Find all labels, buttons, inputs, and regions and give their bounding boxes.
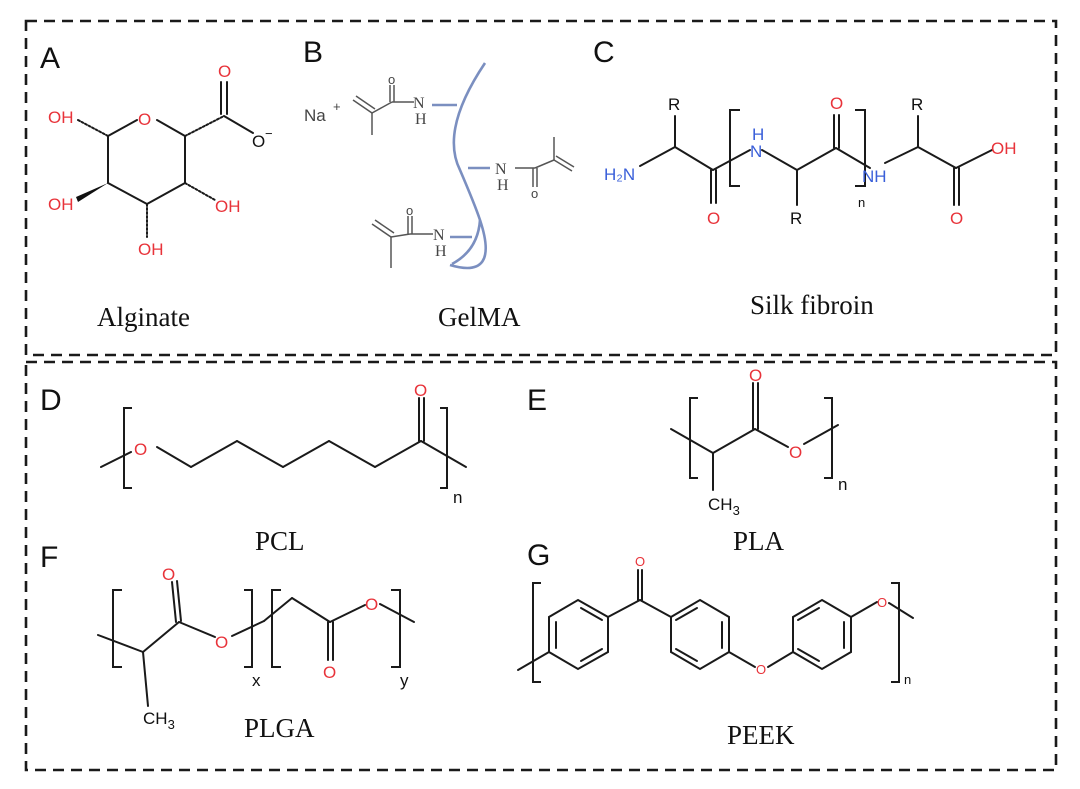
caption-peek: PEEK bbox=[727, 720, 795, 750]
atom-amide-n-2: N bbox=[495, 161, 507, 178]
methacrylamide-group-2 bbox=[515, 137, 575, 187]
atom-nh-h: H bbox=[752, 125, 764, 144]
atom-methyl: CH3 bbox=[708, 495, 740, 518]
caption-gelma: GelMA bbox=[438, 302, 521, 332]
atom-carboxylate-oxygen: O bbox=[252, 132, 265, 151]
peek-bonds bbox=[517, 569, 914, 683]
caption-silk-fibroin: Silk fibroin bbox=[750, 290, 874, 320]
atom-carbonyl-o-3: o bbox=[406, 203, 413, 218]
methacrylamide-group-1 bbox=[352, 85, 414, 135]
atom-amide-h-3: H bbox=[435, 243, 447, 260]
repeat-index-n: n bbox=[904, 672, 911, 687]
caption-plga: PLGA bbox=[244, 713, 315, 743]
pla-bonds bbox=[670, 382, 839, 491]
panel-letter-d: D bbox=[40, 384, 62, 417]
atom-amide-h-2: H bbox=[497, 177, 509, 194]
plga-bonds bbox=[97, 580, 415, 707]
synthetic-polymers-box bbox=[24, 360, 1058, 772]
atom-carbonyl-o-1: o bbox=[388, 72, 395, 87]
panel-g-peek: G bbox=[517, 539, 914, 750]
panel-letter-f: F bbox=[40, 541, 58, 574]
repeat-index-x: x bbox=[252, 671, 261, 690]
caption-alginate: Alginate bbox=[97, 302, 190, 332]
atom-r-2: R bbox=[790, 209, 802, 228]
atom-carbonyl-oxygen: O bbox=[414, 381, 427, 400]
atom-ester-oxygen: O bbox=[134, 440, 147, 459]
atom-ketone-oxygen: O bbox=[635, 554, 645, 569]
atom-carbonyl-oxygen: O bbox=[218, 62, 231, 81]
panel-d-pcl: D O O n PCL bbox=[40, 381, 467, 556]
panel-f-plga: F O O O O CH3 x y PLGA bbox=[40, 541, 415, 743]
atom-ester-oxygen-1: O bbox=[215, 633, 228, 652]
panel-letter-b: B bbox=[303, 36, 323, 69]
atom-carbonyl-oxygen-1: O bbox=[162, 565, 175, 584]
atom-ether-oxygen-2: O bbox=[877, 595, 887, 610]
gelatin-backbone bbox=[449, 62, 487, 270]
methacrylamide-group-3 bbox=[371, 216, 433, 268]
atom-sodium: Na bbox=[304, 106, 326, 125]
caption-pla: PLA bbox=[733, 526, 785, 556]
atom-ester-oxygen-2: O bbox=[365, 595, 378, 614]
caption-pcl: PCL bbox=[255, 526, 305, 556]
atom-carbonyl-oxygen-2: O bbox=[323, 663, 336, 682]
panel-letter-g: G bbox=[527, 539, 550, 572]
atom-hydroxyl: OH bbox=[991, 139, 1017, 158]
atom-ring-oxygen: O bbox=[138, 110, 151, 129]
atom-nh-n: N bbox=[750, 142, 762, 161]
atom-amine: H₂N bbox=[604, 165, 635, 184]
atom-carbonyl-o-1: O bbox=[707, 209, 720, 228]
atom-r-3: R bbox=[911, 95, 923, 114]
panel-letter-e: E bbox=[527, 384, 547, 417]
repeat-index-n: n bbox=[838, 475, 847, 494]
panel-c-silk-fibroin: C H₂N R O H N R bbox=[593, 36, 1017, 320]
alginate-ring bbox=[76, 81, 254, 238]
atom-methyl: CH3 bbox=[143, 709, 175, 732]
atom-amide-n-3: N bbox=[433, 227, 445, 244]
atom-hydroxyl-1: OH bbox=[48, 108, 74, 127]
panel-letter-a: A bbox=[40, 42, 60, 75]
panel-letter-c: C bbox=[593, 36, 615, 69]
silk-bonds bbox=[639, 109, 993, 206]
atom-amide-h-1: H bbox=[415, 111, 427, 128]
atom-ester-oxygen: O bbox=[789, 443, 802, 462]
atom-carbonyl-oxygen: O bbox=[749, 366, 762, 385]
atom-hydroxyl-4: OH bbox=[215, 197, 241, 216]
repeat-index-y: y bbox=[400, 671, 409, 690]
charge-positive: + bbox=[333, 99, 341, 114]
atom-hydroxyl-2: OH bbox=[48, 195, 74, 214]
atom-carbonyl-o-2: o bbox=[531, 186, 538, 201]
atom-carbonyl-o-2: O bbox=[830, 94, 843, 113]
atom-r-1: R bbox=[668, 95, 680, 114]
panel-a-alginate: A O O O − OH OH OH OH Alginate bbox=[40, 42, 273, 332]
natural-polymers-box bbox=[24, 19, 1058, 357]
pcl-bonds bbox=[100, 397, 467, 489]
panel-b-gelma: B Na + N H o N H bbox=[303, 36, 575, 332]
repeat-index-n: n bbox=[453, 488, 462, 507]
atom-hydroxyl-3: OH bbox=[138, 240, 164, 259]
atom-amide-n-1: N bbox=[413, 95, 425, 112]
atom-nh: NH bbox=[862, 167, 887, 186]
atom-carbonyl-o-3: O bbox=[950, 209, 963, 228]
panel-e-pla: E O O CH3 n PLA bbox=[527, 366, 847, 556]
charge-negative: − bbox=[265, 126, 273, 141]
repeat-index-n: n bbox=[858, 195, 865, 210]
atom-ether-oxygen-1: O bbox=[756, 662, 766, 677]
